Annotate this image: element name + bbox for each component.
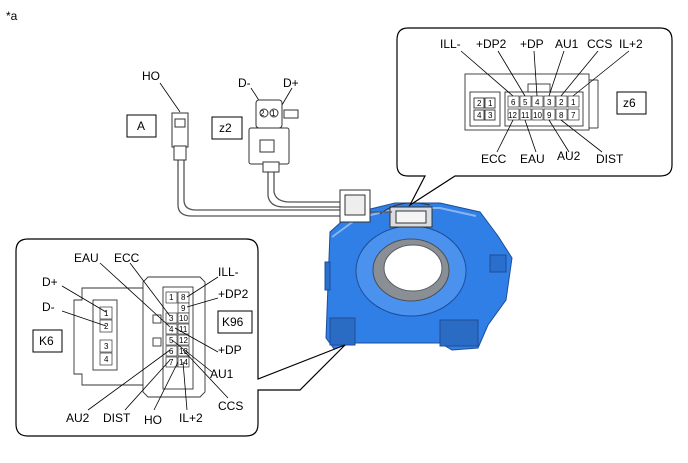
z6-pin-9: 9 bbox=[547, 111, 552, 120]
z6-label-au2: AU2 bbox=[557, 149, 581, 163]
k96-pin-1: 1 bbox=[169, 293, 174, 302]
k96-pin-grid bbox=[165, 291, 190, 368]
z6-pin-12: 12 bbox=[508, 111, 517, 120]
k96-pin-4: 4 bbox=[169, 325, 174, 334]
harness-connector bbox=[339, 189, 371, 223]
k96-pin-6: 6 bbox=[169, 347, 174, 356]
z6-pin-grid bbox=[507, 95, 580, 121]
ho-label: HO bbox=[142, 69, 160, 83]
k6-label-dminus: D- bbox=[42, 300, 55, 314]
z6-pin-7: 7 bbox=[571, 111, 576, 120]
z6-pin-4: 4 bbox=[535, 98, 540, 107]
k96-label-au2: AU2 bbox=[66, 411, 90, 425]
box-k96 bbox=[217, 310, 253, 334]
k6-pin-3: 3 bbox=[104, 342, 109, 351]
k6-label-dplus: D+ bbox=[42, 275, 58, 289]
k96-pin-7: 7 bbox=[169, 358, 174, 367]
k6-pin-1: 1 bbox=[104, 309, 109, 318]
z6-pin-5: 5 bbox=[523, 98, 528, 107]
k96-label-ill-minus: ILL- bbox=[218, 265, 239, 279]
k6-pin-2: 2 bbox=[104, 322, 109, 331]
z2-plus-label: D+ bbox=[283, 76, 299, 90]
k96-pin-8: 8 bbox=[181, 293, 186, 302]
box-k96-label: K96 bbox=[222, 315, 244, 329]
k6-pin-4: 4 bbox=[104, 355, 109, 364]
box-k6 bbox=[32, 329, 63, 353]
z6-pin-11: 11 bbox=[521, 111, 530, 120]
box-k6-label: K6 bbox=[39, 334, 54, 348]
k96-label-ho: HO bbox=[144, 413, 162, 427]
k96-label-eau: EAU bbox=[74, 251, 99, 265]
z6-left-pin-3: 3 bbox=[488, 111, 493, 120]
k96-label-ecc: ECC bbox=[114, 251, 140, 265]
box-z6 bbox=[616, 91, 647, 115]
box-z6-label: z6 bbox=[623, 96, 636, 110]
ho-connector bbox=[159, 82, 189, 161]
k96-label-ccs: CCS bbox=[218, 399, 243, 413]
z6-pin-8: 8 bbox=[559, 111, 564, 120]
k96-pin-10: 10 bbox=[179, 314, 188, 323]
z6-pin-10: 10 bbox=[533, 111, 542, 120]
z6-label-ill-minus: ILL- bbox=[440, 37, 461, 51]
k96-pin-3: 3 bbox=[169, 314, 174, 323]
z2-minus-label: D- bbox=[238, 76, 251, 90]
z6-label-ecc: ECC bbox=[481, 152, 507, 166]
figure-id: *a bbox=[6, 9, 18, 23]
z6-label-eau: EAU bbox=[520, 152, 545, 166]
z6-label-ccs: CCS bbox=[587, 37, 612, 51]
z2-pin-1: 1 bbox=[271, 109, 276, 118]
k96-label-dist: DIST bbox=[103, 411, 131, 425]
k96-pin-12: 12 bbox=[179, 336, 188, 345]
z6-label-dp2: +DP2 bbox=[476, 37, 507, 51]
z6-label-dist: DIST bbox=[596, 152, 624, 166]
z6-pin-1: 1 bbox=[571, 98, 576, 107]
k96-label-dp: +DP bbox=[218, 343, 242, 357]
k96-pin-11: 11 bbox=[179, 325, 188, 334]
z6-label-dp: +DP bbox=[520, 37, 544, 51]
k96-label-il2: IL+2 bbox=[179, 411, 203, 425]
k96-pin-5: 5 bbox=[169, 336, 174, 345]
z2-pin-2: 2 bbox=[260, 109, 265, 118]
box-a-label: A bbox=[137, 119, 145, 133]
z2-connector bbox=[248, 87, 299, 173]
k-leader-lines bbox=[61, 262, 229, 411]
k96-pin-9: 9 bbox=[181, 304, 186, 313]
box-z2 bbox=[211, 116, 243, 140]
k96-pin-14: 14 bbox=[179, 358, 188, 367]
z6-left-pin-2: 2 bbox=[477, 99, 482, 108]
box-a bbox=[126, 114, 157, 138]
k96-label-au1: AU1 bbox=[210, 367, 234, 381]
z6-leader-lines bbox=[460, 50, 630, 153]
z6-pin-6: 6 bbox=[511, 98, 516, 107]
z6-left-pin-1: 1 bbox=[488, 99, 493, 108]
clock-spring-assembly bbox=[324, 202, 513, 351]
z6-left-pin-4: 4 bbox=[477, 111, 482, 120]
wire-harness bbox=[177, 160, 392, 217]
z6-pin-3: 3 bbox=[547, 98, 552, 107]
k96-label-dp2: +DP2 bbox=[218, 287, 249, 301]
z6-pin-2: 2 bbox=[559, 98, 564, 107]
z6-label-il2: IL+2 bbox=[619, 37, 643, 51]
k96-pin-13: 13 bbox=[179, 347, 188, 356]
box-z2-label: z2 bbox=[219, 121, 232, 135]
z6-label-au1: AU1 bbox=[555, 37, 579, 51]
